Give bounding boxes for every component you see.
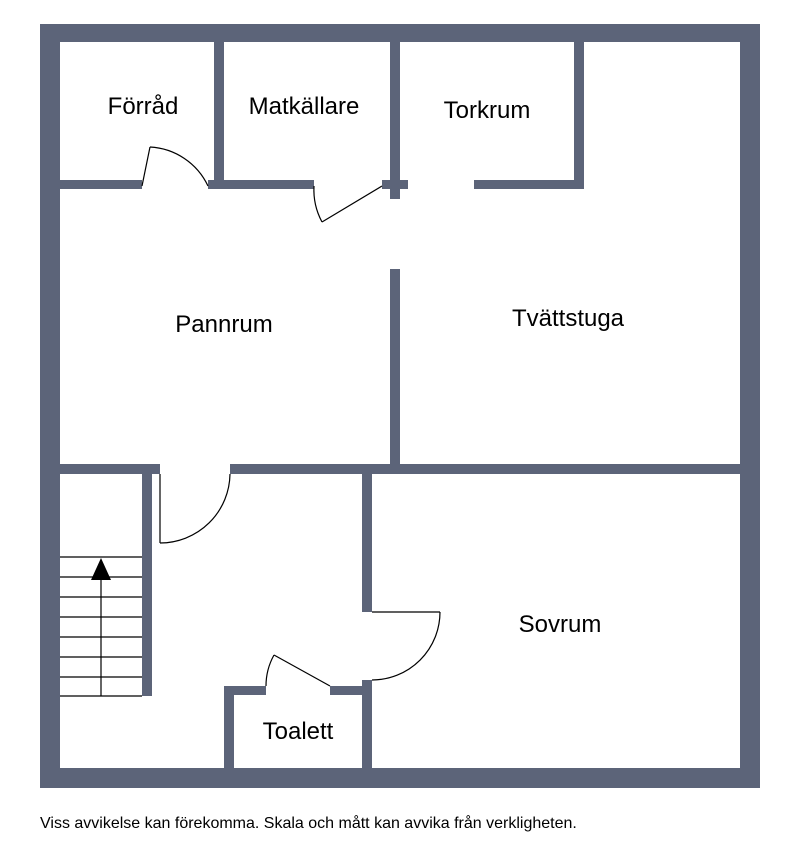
room-label-matkallare: Matkällare (249, 93, 360, 120)
door-pannrum-hall (159, 473, 231, 544)
doors (141, 146, 441, 687)
stairs (60, 556, 142, 697)
door-matkallare (313, 185, 383, 223)
door-toalett (265, 654, 331, 687)
room-label-tvattstuga: Tvättstuga (512, 305, 625, 332)
arrow-up-icon (91, 558, 111, 580)
door-forrad (141, 146, 209, 187)
room-label-sovrum: Sovrum (519, 611, 602, 638)
room-label-pannrum: Pannrum (175, 311, 272, 338)
door-sovrum (371, 611, 441, 681)
interior-walls (60, 42, 740, 768)
outer-walls (40, 24, 760, 788)
disclaimer-text: Viss avvikelse kan förekomma. Skala och … (40, 815, 577, 832)
room-label-torkrum: Torkrum (444, 97, 531, 124)
room-label-toalett: Toalett (263, 718, 334, 745)
room-label-forrad: Förråd (108, 93, 179, 120)
room-labels: Förråd Matkällare Torkrum Pannrum Tvätts… (108, 93, 625, 745)
